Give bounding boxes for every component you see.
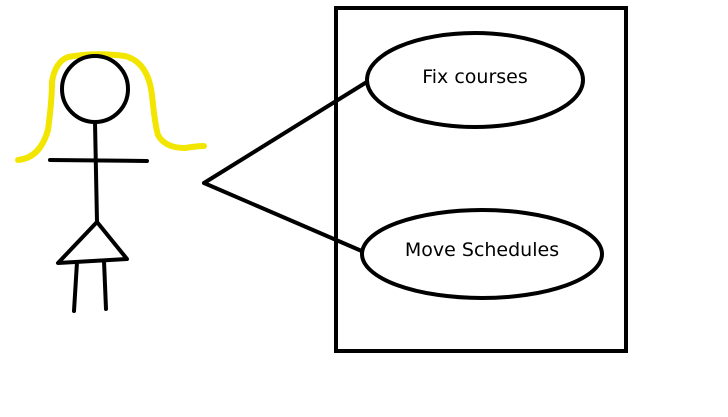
actor-arms [48, 158, 149, 163]
actor-hair-icon [15, 51, 207, 163]
association-line-fix-courses [202, 78, 372, 185]
system-boundary [334, 6, 628, 353]
actor-body [93, 120, 99, 224]
use-case-label: Fix courses [422, 66, 528, 88]
actor-skirt [56, 220, 129, 265]
use-case-move-schedules: Move Schedules [360, 208, 604, 300]
actor-head [60, 54, 130, 124]
actor-stick-figure-icon [15, 51, 207, 313]
use-case-ellipse [360, 208, 604, 300]
actor-right-leg [102, 259, 108, 311]
use-case-label: Move Schedules [405, 239, 559, 261]
actor-left-leg [72, 260, 79, 313]
use-case-ellipse [365, 31, 585, 129]
use-case-fix-courses: Fix courses [365, 31, 585, 129]
association-line-move-schedules [202, 181, 366, 254]
